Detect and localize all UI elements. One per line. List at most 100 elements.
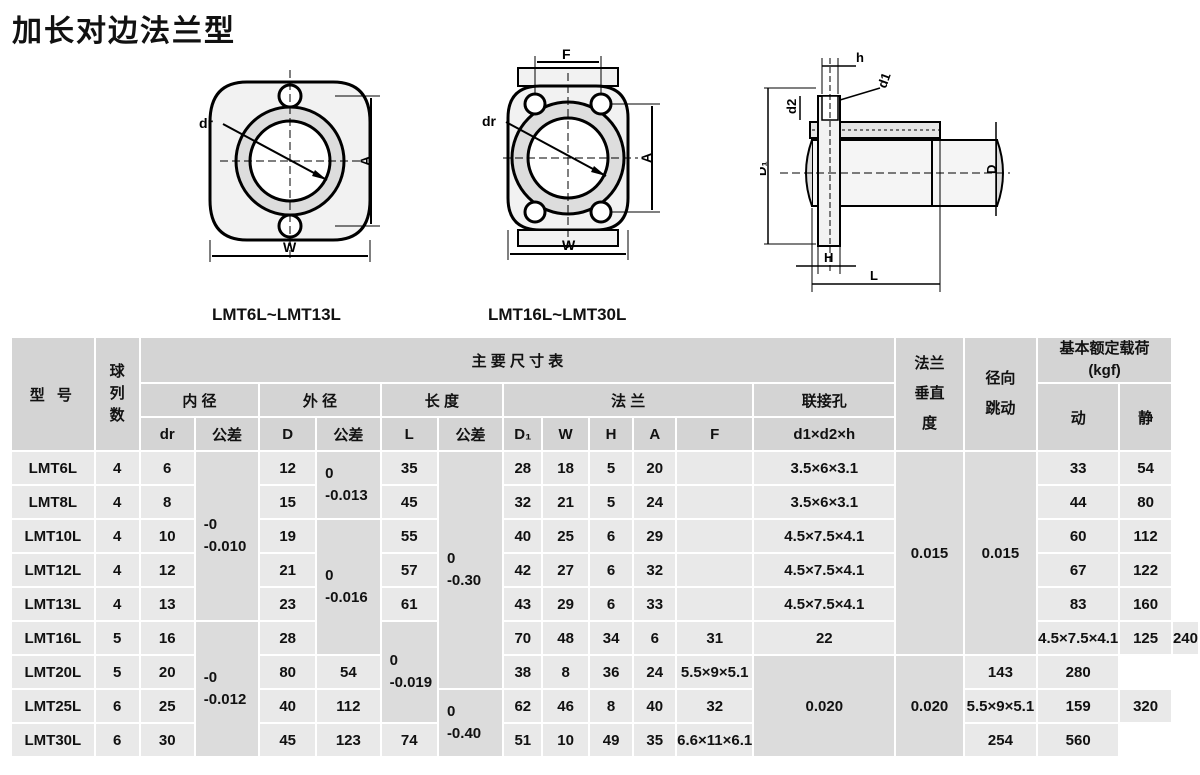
tol-upper: 0 [325, 465, 334, 482]
table-row: LMT8L 4 8 15 45 32 21 5 24 3.5×6×3.1 44 … [10, 484, 1199, 520]
cell-D: 12 [258, 450, 318, 486]
cell-dr: 8 [138, 484, 196, 520]
cell-L: 45 [379, 484, 439, 520]
cell-dynamic: 60 [1036, 518, 1121, 554]
cell-D1: 74 [379, 722, 439, 758]
cell-balls: 4 [93, 552, 141, 588]
flange-drawing-square: F dr A W [482, 48, 660, 260]
cell-D1: 42 [502, 552, 544, 588]
cell-A: 20 [632, 450, 678, 486]
cell-L: 61 [379, 586, 439, 622]
cell-F [675, 484, 755, 520]
header-L-tolerance: 公差 [436, 416, 505, 452]
cell-D1: 40 [502, 518, 544, 554]
cell-hole: 4.5×7.5×4.1 [752, 552, 897, 588]
cell-model: LMT16L [10, 620, 96, 656]
header-connection-hole: 联接孔 [752, 382, 897, 418]
cell-H: 8 [541, 654, 590, 690]
cell-H: 5 [587, 484, 635, 520]
cell-A: 29 [632, 518, 678, 554]
cell-hole: 4.5×7.5×4.1 [752, 586, 897, 622]
header-perpendicularity: 法兰垂直度 [894, 336, 965, 452]
cell-balls: 4 [93, 586, 141, 622]
header-model: 型 号 [10, 336, 96, 452]
page-title: 加长对边法兰型 [12, 14, 236, 49]
header-dr-tolerance: 公差 [193, 416, 261, 452]
cell-H: 5 [587, 450, 635, 486]
cell-L: 55 [379, 518, 439, 554]
cell-static: 122 [1118, 552, 1173, 588]
cell-L: 57 [379, 552, 439, 588]
runout-b: 0.020 [894, 654, 965, 758]
cell-balls: 6 [93, 722, 141, 758]
header-F: F [675, 416, 755, 452]
cell-A: 31 [675, 620, 755, 656]
tol-upper: 0 [325, 567, 334, 584]
header-main: 主 要 尺 寸 表 [138, 336, 897, 384]
left-figure-caption: LMT6L~LMT13L [212, 305, 341, 324]
cell-model: LMT30L [10, 722, 96, 758]
cell-D1: 32 [502, 484, 544, 520]
cell-hole: 3.5×6×3.1 [752, 484, 897, 520]
cell-dr: 13 [138, 586, 196, 622]
runout-a: 0.015 [962, 450, 1039, 656]
cell-W: 38 [502, 654, 544, 690]
cell-F: 24 [632, 654, 678, 690]
cell-A: 49 [587, 722, 635, 758]
cell-F [675, 450, 755, 486]
dr-label: dr [199, 115, 214, 131]
cell-W: 18 [541, 450, 590, 486]
cell-balls: 4 [93, 450, 141, 486]
D1-label: D₁ [760, 161, 769, 176]
cell-balls: 6 [93, 688, 141, 724]
cell-model: LMT13L [10, 586, 96, 622]
cell-D: 45 [258, 722, 318, 758]
L-tolerance-a: 0-0.30 [436, 450, 505, 690]
cell-hole: 5.5×9×5.1 [962, 688, 1039, 724]
tol-lower: -0.016 [325, 589, 368, 606]
cell-model: LMT25L [10, 688, 96, 724]
header-dynamic: 动 [1036, 382, 1121, 452]
D-label: D [984, 165, 999, 174]
D-tolerance-b: 0 -0.016 [315, 518, 382, 656]
header-D1: D₁ [502, 416, 544, 452]
tol-lower: -0.40 [446, 725, 482, 742]
cell-static: 560 [1036, 722, 1121, 758]
dr-label: dr [482, 113, 497, 129]
cell-A: 40 [632, 688, 678, 724]
cell-dynamic: 33 [1036, 450, 1121, 486]
cell-hole: 5.5×9×5.1 [675, 654, 755, 690]
cell-D: 15 [258, 484, 318, 520]
cell-hole: 3.5×6×3.1 [752, 450, 897, 486]
cell-dynamic: 125 [1118, 620, 1173, 656]
header-A: A [632, 416, 678, 452]
d1-label: d1 [874, 71, 893, 90]
cell-static: 320 [1118, 688, 1173, 724]
cell-dr: 20 [138, 654, 196, 690]
cell-static: 112 [1118, 518, 1173, 554]
tol-upper: 0 [446, 703, 456, 720]
cell-H: 6 [632, 620, 678, 656]
cell-F: 35 [632, 722, 678, 758]
cell-model: LMT12L [10, 552, 96, 588]
header-flange: 法 兰 [502, 382, 755, 418]
header-runout: 径向跳动 [962, 336, 1039, 452]
cell-H: 6 [587, 518, 635, 554]
cell-L: 112 [315, 688, 382, 724]
cell-A: 32 [632, 552, 678, 588]
cell-model: LMT6L [10, 450, 96, 486]
cell-D1: 54 [315, 654, 382, 690]
cell-dynamic: 83 [1036, 586, 1121, 622]
cell-H: 8 [587, 688, 635, 724]
specification-table: 型 号 球列数 主 要 尺 寸 表 法兰垂直度 径向跳动 基本额定载荷(kgf)… [10, 336, 1200, 758]
cell-dynamic: 67 [1036, 552, 1121, 588]
middle-figure-caption: LMT16L~LMT30L [488, 305, 627, 324]
cell-balls: 5 [93, 654, 141, 690]
d2-label: d2 [784, 99, 799, 114]
cell-W: 21 [541, 484, 590, 520]
tol-upper: 0 [446, 550, 456, 567]
cell-D: 19 [258, 518, 318, 554]
cell-dr: 10 [138, 518, 196, 554]
cell-dynamic: 44 [1036, 484, 1121, 520]
cell-D: 40 [258, 688, 318, 724]
